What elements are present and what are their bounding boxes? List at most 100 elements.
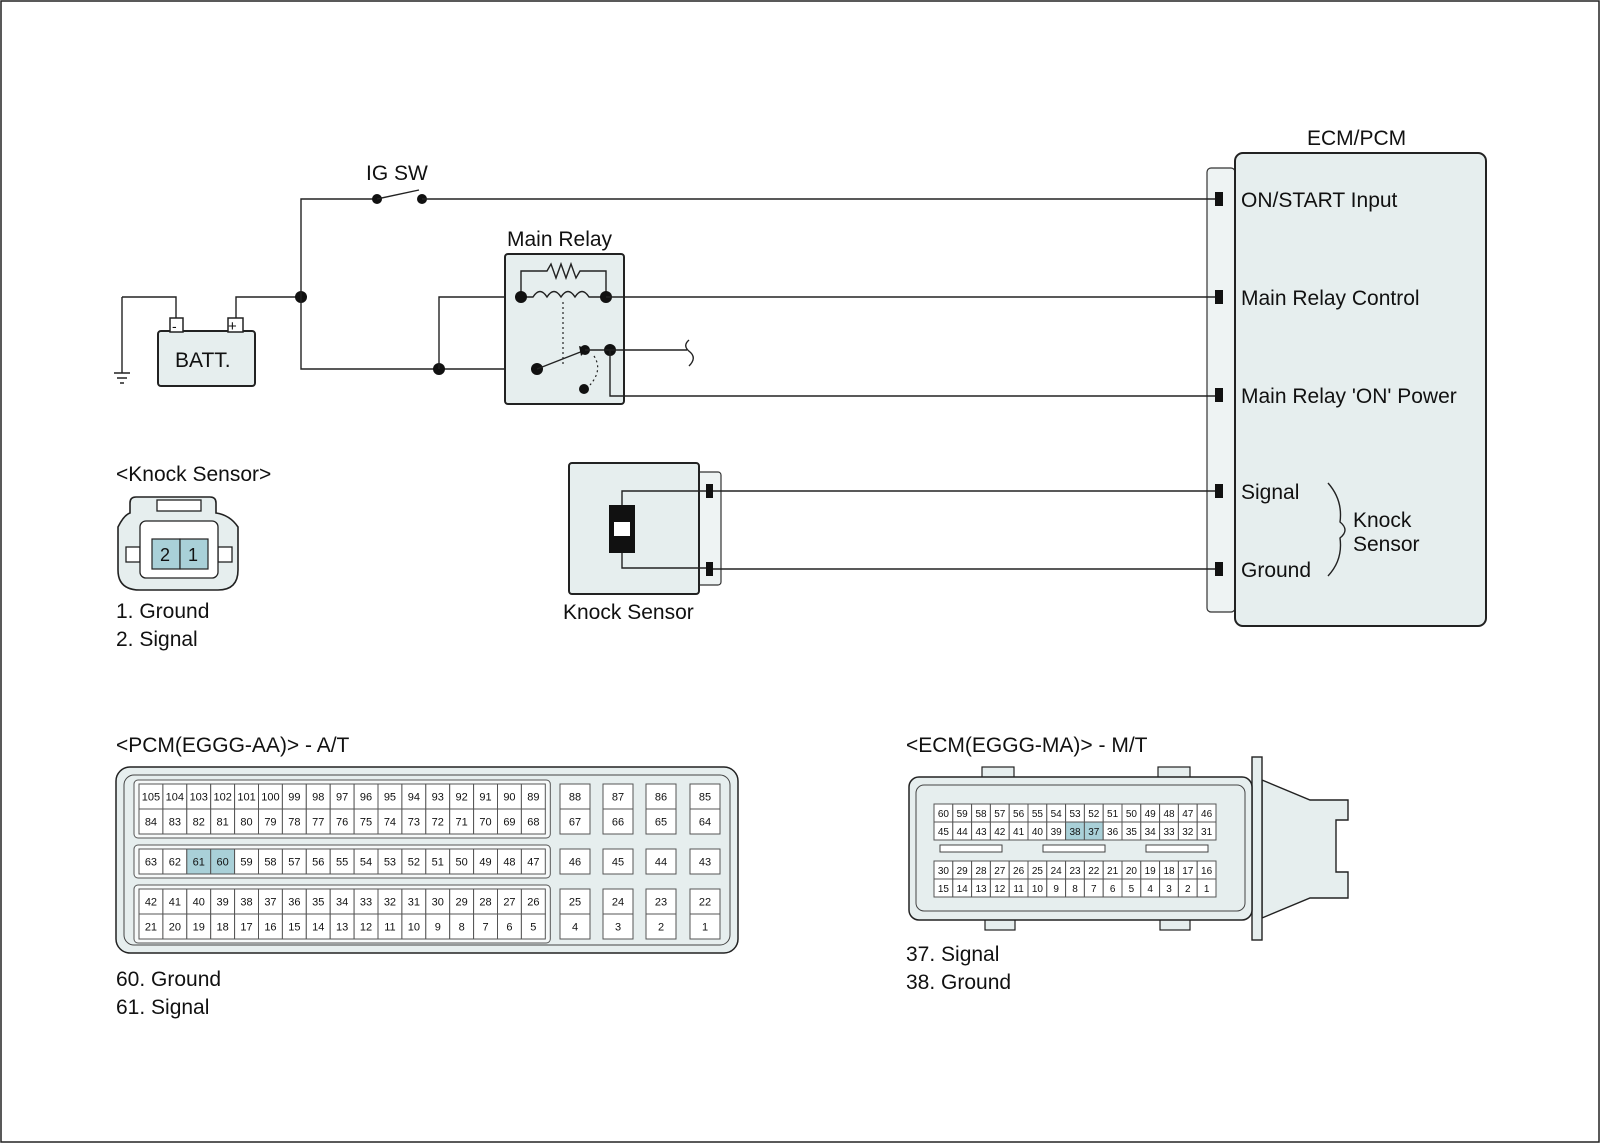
pin-number: 31 [408,897,420,909]
pin-number: 31 [1201,827,1213,838]
pin-number: 28 [479,897,491,909]
pin-number: 46 [1201,809,1213,820]
pin-number: 61 [193,857,205,869]
knock-sensor-element-window [614,522,630,536]
pin-number: 26 [1013,866,1025,877]
pin-cell [602,848,634,875]
pin-number: 37 [1088,827,1100,838]
main-relay-label: Main Relay [507,228,613,251]
pin-number: 7 [1091,884,1097,895]
pin-number: 22 [699,897,711,909]
pin-number: 55 [336,857,348,869]
pin-number: 45 [938,827,950,838]
pin-number: 17 [1182,866,1194,877]
pin-number: 51 [432,857,444,869]
pin-cell [602,783,634,810]
pin-number: 104 [166,792,184,804]
pin-number: 83 [169,817,181,829]
pin-number: 58 [264,857,276,869]
terminal-relay-power [1215,388,1223,402]
pin-number: 50 [1126,809,1138,820]
pin-number: 27 [503,897,515,909]
pin-number: 21 [1107,866,1119,877]
pin-cell [689,783,721,810]
ecm-connector-back-shell [1261,778,1349,920]
signal-label: Signal [1241,481,1299,504]
pin-number: 42 [145,897,157,909]
battery-negative-wire [122,296,177,318]
pin-number: 74 [384,817,396,829]
pin-number: 81 [217,817,229,829]
pin-number: 28 [975,866,987,877]
terminal-relay-control [1215,290,1223,304]
pin-number: 41 [169,897,181,909]
knock-connector-legend-1: 1. Ground [116,600,209,623]
pin-number: 12 [994,884,1006,895]
knock-connector-legend-2: 2. Signal [116,628,198,651]
pin-number: 84 [145,817,157,829]
pin-number: 48 [503,857,515,869]
pin-number: 69 [503,817,515,829]
pin-number: 11 [384,922,395,934]
pin-number: 30 [938,866,950,877]
pin-number: 103 [190,792,208,804]
pin-number: 99 [288,792,300,804]
knock-sensor-group-label-line1: Knock [1353,509,1412,532]
pin-number: 65 [655,817,667,829]
pin-number: 6 [1110,884,1116,895]
pin-number: 80 [240,817,252,829]
pin-number: 16 [1201,866,1213,877]
knock-sensor-internal-wire [621,490,709,569]
ecm-connector-flange [1251,756,1263,941]
ig-switch-label: IG SW [366,162,428,185]
pin-number: 73 [408,817,420,829]
pin-number: 5 [530,922,536,934]
pin-number: 98 [312,792,324,804]
pin-number: 54 [1051,809,1063,820]
pin-number: 49 [479,857,491,869]
pin-number: 40 [193,897,205,909]
pin-number: 33 [1163,827,1175,838]
on-start-input-label: ON/START Input [1241,189,1398,212]
pin-number: 3 [615,922,621,934]
pin-number: 15 [288,922,300,934]
knock-connector-pin-1-label: 1 [188,545,198,565]
knock-connector-pin-2-label: 2 [160,545,170,565]
pin-number: 18 [1163,866,1175,877]
pin-number: 38 [1069,827,1081,838]
knock-sensor-connector-view: <Knock Sensor> 2 1 1. Ground 2. Signal [116,463,271,651]
pin-number: 32 [1182,827,1194,838]
pin-number: 56 [312,857,324,869]
knock-sensor-label: Knock Sensor [563,601,694,624]
pin-number: 4 [572,922,578,934]
pin-number: 75 [360,817,372,829]
ecm-title: ECM/PCM [1307,127,1406,150]
knock-connector-key-right [217,546,233,563]
pin-number: 62 [169,857,181,869]
pin-number: 14 [957,884,969,895]
pin-number: 48 [1163,809,1175,820]
pin-number: 58 [975,809,987,820]
relay-feed-wire [300,297,535,370]
ecm-body [1234,152,1487,627]
pin-number: 8 [1072,884,1078,895]
knock-connector-pin-1 [179,538,209,570]
pin-number: 70 [479,817,491,829]
pin-number: 4 [1147,884,1153,895]
battery-positive-wire [235,296,301,318]
battery-negative-mark: - [172,318,177,334]
pin-number: 57 [994,809,1006,820]
knock-sensor-pin-signal [706,484,713,498]
pin-number: 59 [240,857,252,869]
pin-cell [689,913,721,940]
knock-connector-latch [156,499,202,512]
pin-number: 90 [503,792,515,804]
pin-number: 18 [217,922,229,934]
pin-number: 102 [213,792,231,804]
pin-number: 7 [482,922,488,934]
pin-number: 76 [336,817,348,829]
pin-number: 50 [456,857,468,869]
battery-positive-mark: + [228,318,237,335]
pin-number: 88 [569,792,581,804]
pin-number: 34 [336,897,348,909]
